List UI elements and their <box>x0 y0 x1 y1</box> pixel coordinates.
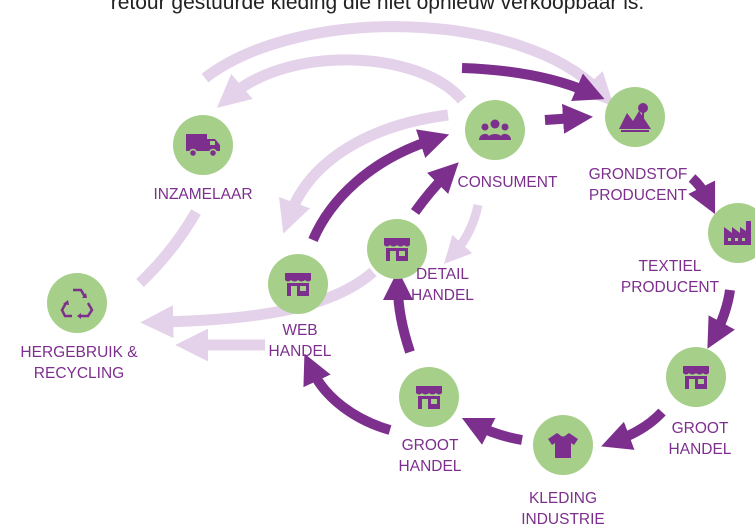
node-inzamelaar <box>173 115 233 175</box>
node-kleding <box>533 415 593 475</box>
label-hergebruik: HERGEBRUIK & RECYCLING <box>20 344 138 382</box>
arrow-top-to-grondstof <box>461 63 605 102</box>
return-arrow-detail-to-hergebruik <box>140 267 377 339</box>
shop-icon <box>683 366 709 389</box>
people-icon <box>479 119 511 140</box>
return-arrow-consument-to-web <box>279 109 449 234</box>
label-consument: CONSUMENT <box>457 174 558 191</box>
label-grondstof: GRONDSTOF PRODUCENT <box>588 166 688 204</box>
arrow-groothandel-to-kleding <box>601 408 666 450</box>
arrow-consument-to-grondstof <box>544 103 593 134</box>
arrow-groothandel-to-web <box>303 353 392 435</box>
node-groothandel-right <box>666 347 726 407</box>
label-inzamelaar: INZAMELAAR <box>153 186 253 203</box>
label-kleding: KLEDING INDUSTRIE <box>521 490 605 528</box>
node-grondstof <box>605 87 665 147</box>
return-arrow-consument-to-inzamelaar <box>216 54 467 108</box>
node-hergebruik <box>47 273 107 333</box>
return-arrow-consument-to-detail <box>443 204 483 264</box>
return-arrow-top-to-grondstof <box>201 21 614 107</box>
land-icon <box>619 103 651 132</box>
label-groothandel-right: GROOT HANDEL <box>668 420 732 458</box>
label-groothandel-left: GROOT HANDEL <box>398 437 462 475</box>
shop-icon <box>416 386 442 409</box>
node-textiel <box>708 203 755 263</box>
node-detailhandel <box>367 219 427 279</box>
arrow-detail-to-consument <box>410 162 459 215</box>
arrow-groothandel-to-detail <box>383 270 415 354</box>
arrow-textiel-to-groothandel <box>707 289 735 349</box>
node-groothandel-left <box>399 367 459 427</box>
shirt-icon <box>548 433 578 458</box>
arrow-kleding-to-groothandel <box>461 417 523 445</box>
factory-icon <box>724 221 751 245</box>
shop-icon <box>285 273 311 296</box>
label-webhandel: WEB HANDEL <box>268 322 332 360</box>
arrow-grondstof-to-textiel <box>688 174 716 215</box>
truck-icon <box>186 134 220 158</box>
label-detailhandel: DETAIL HANDEL <box>411 266 474 304</box>
shop-icon <box>384 238 410 261</box>
recycle-icon <box>60 288 94 319</box>
label-textiel: TEXTIEL PRODUCENT <box>620 258 720 296</box>
caption: retour gestuurde kleding die niet opnieu… <box>110 0 645 14</box>
node-consument <box>465 100 525 160</box>
return-arrow-inzamelaar-to-hergebruik <box>136 209 201 287</box>
node-webhandel <box>268 254 328 314</box>
arrow-web-to-consument <box>308 129 450 243</box>
